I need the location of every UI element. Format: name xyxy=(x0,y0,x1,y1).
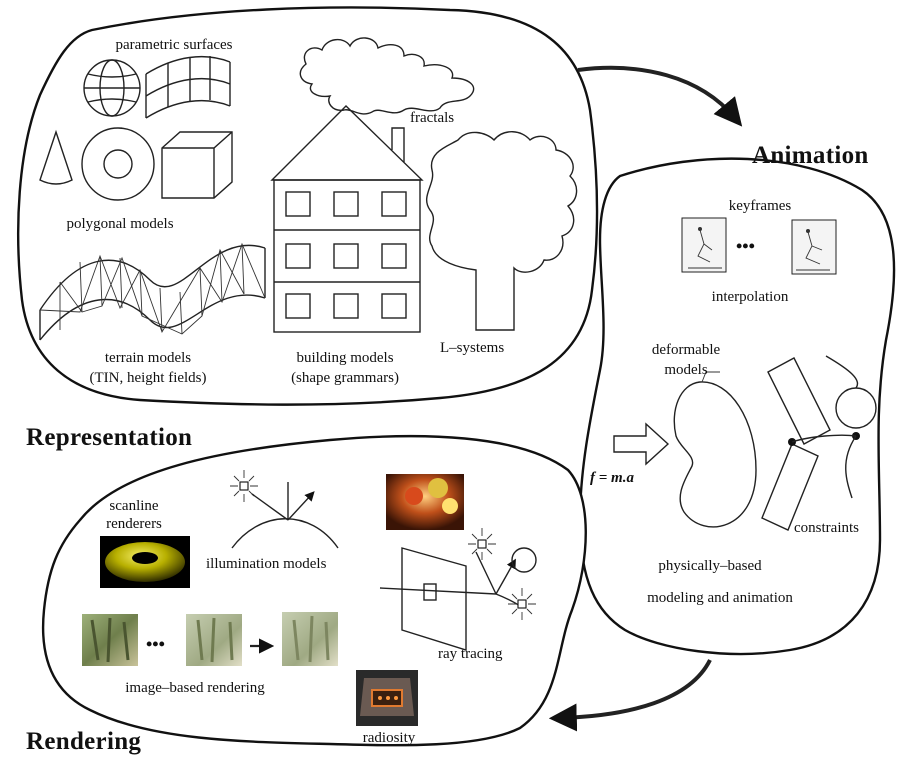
illumination-diagram xyxy=(231,482,339,549)
terrain-mesh-icon xyxy=(39,242,266,341)
arrow-to-rendering xyxy=(548,659,712,732)
constraints-label: constraints xyxy=(794,520,859,536)
representation-blob xyxy=(17,6,599,406)
physically-based-subtitle: modeling and animation xyxy=(647,590,793,606)
representation-title: Representation xyxy=(26,424,193,451)
l-system-tree-icon xyxy=(425,131,578,331)
terrain-models-subtitle: (TIN, height fields) xyxy=(89,370,207,386)
ibr-image-3 xyxy=(282,612,338,666)
keyframe-1-thumbnail xyxy=(681,217,727,273)
ray-tracing-label: ray tracing xyxy=(438,646,503,662)
scanline-label: scanline xyxy=(109,498,159,514)
l-systems-label: L–systems xyxy=(440,340,505,356)
torus-render-image xyxy=(100,536,190,588)
parametric-patch-icon xyxy=(145,56,231,119)
building-models-label: building models xyxy=(296,350,394,366)
building-models-subtitle: (shape grammars) xyxy=(291,370,399,386)
fractal-cloud-icon xyxy=(299,37,475,115)
deformable-label: deformable xyxy=(651,342,721,358)
image-based-rendering-label: image–based rendering xyxy=(125,680,265,696)
fractals-label: fractals xyxy=(410,110,455,126)
cube-icon xyxy=(161,131,233,199)
ray-traced-image xyxy=(386,474,464,530)
polygonal-models-label: polygonal models xyxy=(66,216,174,232)
animation-title: Animation xyxy=(752,142,869,169)
deformable-subtitle: models xyxy=(664,362,708,378)
illumination-models-label: illumination models xyxy=(206,556,327,572)
light-source-icon xyxy=(230,470,258,502)
constraints-chain-icon xyxy=(761,355,877,531)
interpolation-label: interpolation xyxy=(711,289,789,305)
terrain-models-label: terrain models xyxy=(104,350,192,366)
physically-based-label: physically–based xyxy=(658,558,762,574)
keyframe-2-thumbnail xyxy=(791,219,837,275)
ray-tracing-diagram xyxy=(379,528,537,651)
keyframes-label: keyframes xyxy=(728,198,792,214)
force-arrow-icon xyxy=(613,422,670,466)
parametric-surfaces-label: parametric surfaces xyxy=(115,37,233,53)
keyframes-ellipsis: ••• xyxy=(736,236,755,256)
ring-icon xyxy=(81,127,155,201)
cone-icon xyxy=(39,129,73,185)
ibr-image-1 xyxy=(82,614,138,666)
arrow-to-animation xyxy=(577,65,743,127)
rendering-title: Rendering xyxy=(26,728,142,755)
deformable-pointer-line xyxy=(701,371,720,383)
deformable-model-shape xyxy=(673,381,757,528)
force-equation-label: f = m.a xyxy=(590,470,634,486)
radiosity-label: radiosity xyxy=(362,730,416,746)
animation-blob xyxy=(578,157,896,656)
scanline-subtitle: renderers xyxy=(106,516,162,532)
sphere-icon xyxy=(83,59,141,117)
rendering-blob xyxy=(41,434,587,747)
house-icon xyxy=(270,105,424,333)
ibr-ellipsis: ••• xyxy=(146,634,165,654)
radiosity-image xyxy=(356,670,418,726)
ibr-image-2 xyxy=(186,614,242,666)
